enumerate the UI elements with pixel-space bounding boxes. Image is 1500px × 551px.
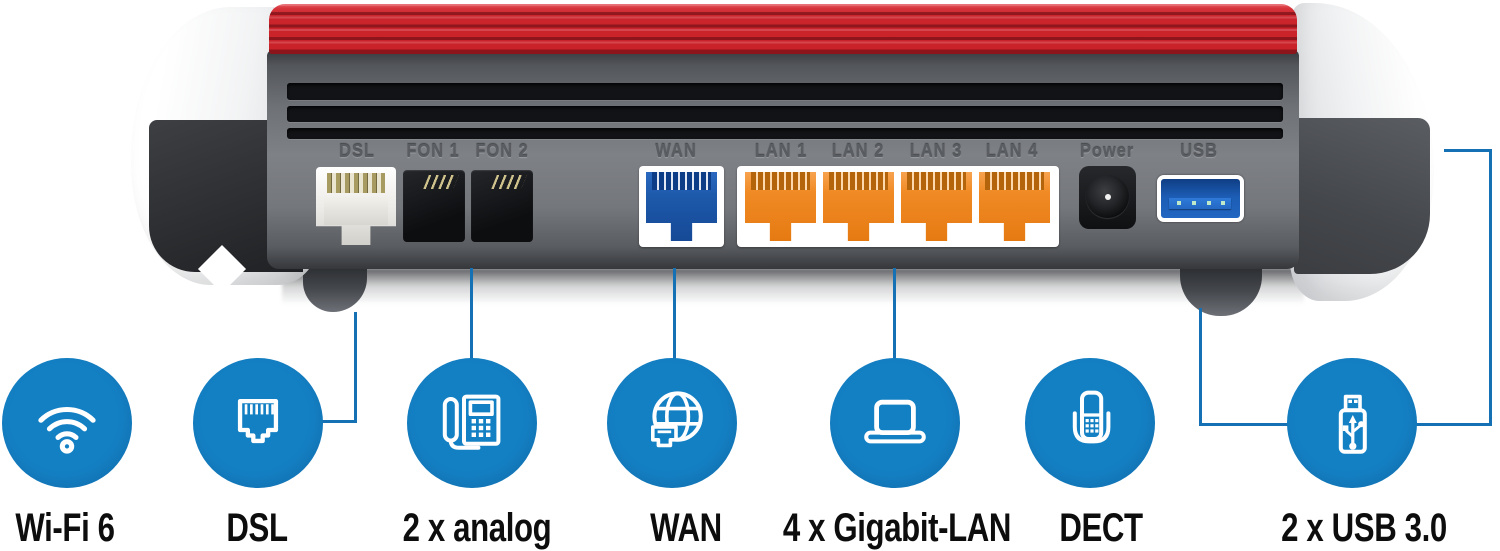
lan-feature-circle (830, 358, 960, 488)
housing-red-top (269, 4, 1297, 54)
connector-line-usb-rear (1199, 423, 1289, 426)
dsl-feature-circle (193, 358, 323, 488)
router-shadow (282, 268, 1304, 308)
feature-label-wan: WAN (650, 506, 722, 550)
connector-line-dsl (354, 312, 357, 423)
wan-port (646, 172, 717, 241)
power-jack-barrel (1086, 175, 1129, 218)
feature-label-lan: 4 x Gigabit-LAN (782, 506, 1012, 550)
vent-row-segmented (287, 60, 1283, 76)
lan3-port-pins (907, 172, 966, 190)
lan3-port (901, 172, 972, 241)
feature-label-analog: 2 x analog (402, 506, 552, 550)
usb-port (1157, 175, 1244, 222)
connector-line-usb-side (1444, 149, 1492, 152)
lan2-port-pins (829, 172, 888, 190)
lan2-port (823, 172, 894, 241)
internet-globe-icon (651, 391, 703, 448)
analog-phone-icon (442, 394, 501, 450)
dect-feature-circle (1025, 358, 1155, 488)
fon1-port-pins (423, 175, 459, 189)
rj45-jack-icon (237, 399, 279, 444)
usb-feature-circle (1287, 358, 1417, 488)
connector-line-usb-rear (1199, 308, 1202, 426)
fon1-port (403, 170, 465, 242)
port-label-fon2: FON 2 (475, 141, 529, 161)
wifi-feature-circle (2, 358, 132, 488)
power-jack (1079, 166, 1136, 229)
analog-feature-circle (407, 358, 537, 488)
usb-port-tongue (1169, 198, 1231, 209)
port-label-usb: USB (1180, 141, 1218, 161)
feature-label-dsl: DSL (226, 506, 288, 550)
connector-line-wan (673, 268, 676, 361)
port-label-fon1: FON 1 (406, 141, 460, 161)
port-label-lan2: LAN 2 (831, 141, 885, 161)
lan1-port (745, 172, 816, 241)
port-label-lan1: LAN 1 (754, 141, 808, 161)
usb-stick-icon (1338, 394, 1367, 454)
lan4-port (979, 172, 1050, 241)
port-label-power: Power (1079, 141, 1135, 161)
wan-feature-circle (607, 358, 737, 488)
dsl-port-cavity (324, 197, 388, 225)
connector-line-usb-side (1415, 423, 1492, 426)
port-label-dsl: DSL (339, 141, 375, 161)
connector-line-usb-side (1489, 149, 1492, 426)
laptop-icon (864, 399, 926, 444)
power-jack-pin (1105, 194, 1111, 200)
vent-slot (287, 83, 1283, 100)
wan-port-pins (652, 172, 711, 190)
fon2-port-pins (491, 175, 527, 189)
feature-label-usb: 2 x USB 3.0 (1281, 506, 1447, 550)
feature-label-dect: DECT (1059, 506, 1143, 550)
connector-line-lan (893, 268, 896, 361)
port-label-wan: WAN (655, 141, 697, 161)
dsl-port-pins (327, 173, 385, 193)
feature-label-wifi: Wi-Fi 6 (15, 506, 115, 550)
vent-slot (287, 128, 1283, 139)
housing-right-dark-panel (1294, 118, 1430, 274)
connector-line-dsl (322, 420, 357, 423)
wan-port-bezel (639, 166, 724, 247)
vent-slot (287, 106, 1283, 122)
connector-line-analog (470, 268, 473, 361)
lan1-port-pins (751, 172, 810, 190)
wifi-icon (38, 406, 96, 454)
lan4-port-pins (985, 172, 1044, 190)
lan-ports-bezel (737, 166, 1059, 247)
port-label-lan3: LAN 3 (909, 141, 963, 161)
dect-handset-icon (1072, 390, 1111, 444)
fon2-port (471, 170, 533, 242)
port-label-lan4: LAN 4 (985, 141, 1039, 161)
